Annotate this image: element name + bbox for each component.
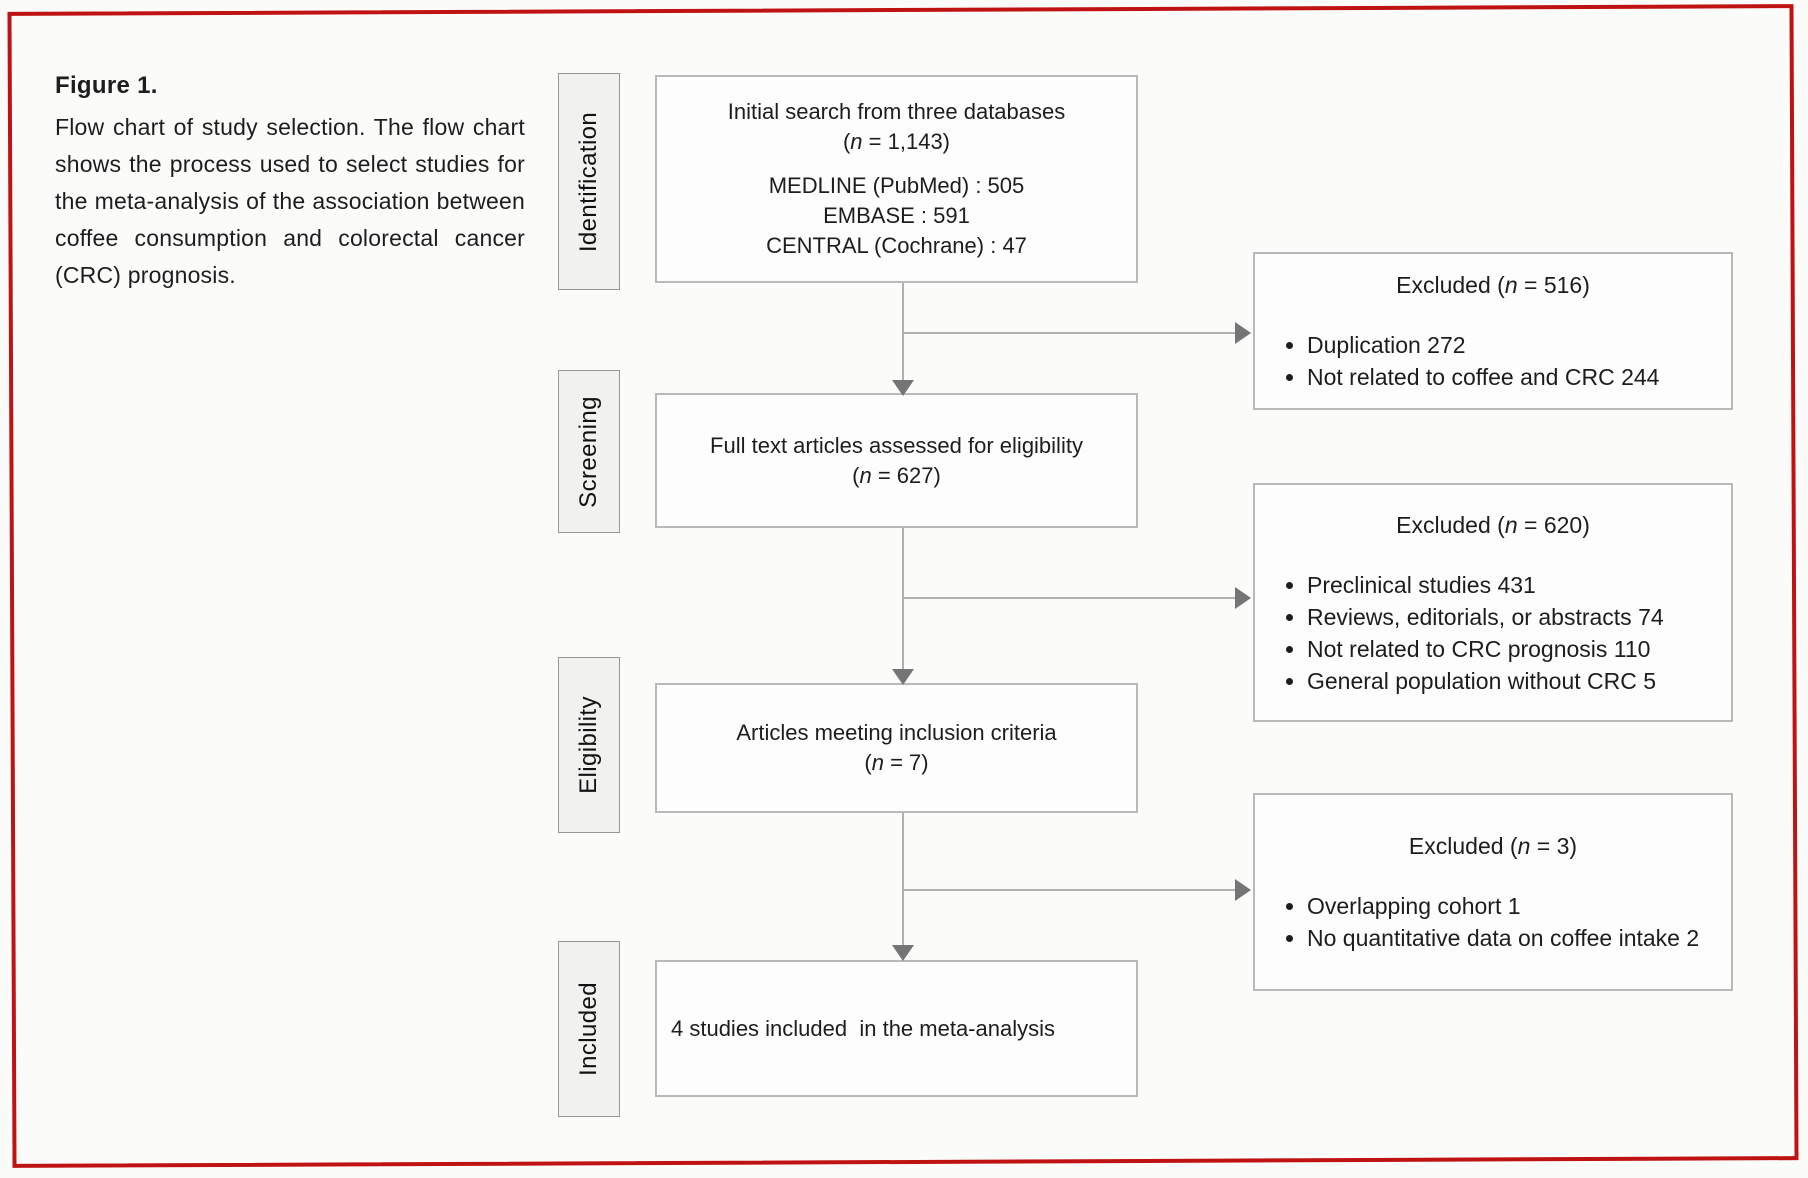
stage-label-text: Eligibility (575, 696, 603, 794)
box-title-text: Articles meeting inclusion criteria (736, 720, 1057, 745)
arrowhead-down-1-icon (892, 380, 914, 396)
stage-label-included: Included (558, 941, 620, 1117)
exclusion-reason: Not related to CRC prognosis 110 (1307, 633, 1705, 665)
box-title-text: 4 studies included in the meta-analysis (671, 1015, 1055, 1041)
excluded-title: Excluded (n = 3) (1408, 833, 1578, 859)
stage-label-text: Included (575, 982, 603, 1076)
exclusion-reasons: Preclinical studies 431Reviews, editoria… (1281, 569, 1705, 697)
connector-line-right-1 (903, 332, 1235, 334)
figure-caption: Flow chart of study selection. The flow … (55, 114, 525, 288)
exclusion-reason: Preclinical studies 431 (1307, 569, 1705, 601)
connector-line-down-2 (902, 528, 904, 670)
stage-label-text: Identification (575, 111, 603, 252)
exclusion-reason: Duplication 272 (1307, 329, 1705, 361)
exclusion-reason: Not related to coffee and CRC 244 (1307, 361, 1705, 393)
figure-label: Figure 1. (55, 72, 158, 99)
arrowhead-right-1-icon (1235, 322, 1251, 344)
database-count: CENTRAL (Cochrane) : 47 (766, 233, 1027, 258)
database-count: EMBASE : 591 (823, 203, 970, 228)
exclusion-reason: General population without CRC 5 (1307, 665, 1705, 697)
figure-caption-block: Figure 1. Flow chart of study selection.… (55, 72, 525, 294)
arrowhead-down-2-icon (892, 669, 914, 685)
connector-line-down-3 (902, 813, 904, 946)
exclusion-reasons: Duplication 272Not related to coffee and… (1281, 329, 1705, 393)
excluded-box-screening: Excluded (n = 516) Duplication 272Not re… (1253, 252, 1733, 410)
exclusion-reason: Reviews, editorials, or abstracts 74 (1307, 601, 1705, 633)
box-initial-search: Initial search from three databases (n =… (655, 75, 1138, 283)
count-line: (n = 627) (852, 462, 941, 488)
arrowhead-right-3-icon (1235, 879, 1251, 901)
excluded-title: Excluded (n = 620) (1396, 511, 1590, 538)
box-title: Initial search from three databases (n =… (728, 97, 1066, 157)
arrowhead-down-3-icon (892, 945, 914, 961)
stage-label-screening: Screening (558, 370, 620, 533)
exclusion-reason: No quantitative data on coffee intake 2 (1307, 922, 1705, 954)
box-inclusion-criteria: Articles meeting inclusion criteria (n =… (655, 683, 1138, 813)
database-count: MEDLINE (PubMed) : 505 (768, 173, 1025, 198)
stage-label-identification: Identification (558, 73, 620, 290)
box-full-text: Full text articles assessed for eligibil… (655, 393, 1138, 528)
count-line: (n = 7) (864, 750, 929, 775)
exclusion-reason: Overlapping cohort 1 (1307, 890, 1705, 922)
arrowhead-right-2-icon (1235, 587, 1251, 609)
box-title-text: Full text articles assessed for eligibil… (710, 432, 1083, 458)
excluded-box-eligibility: Excluded (n = 620) Preclinical studies 4… (1253, 483, 1733, 722)
stage-label-eligibility: Eligibility (558, 657, 620, 833)
box-included-studies: 4 studies included in the meta-analysis (655, 960, 1138, 1097)
stage-label-text: Screening (575, 395, 603, 508)
box-title-text: Initial search from three databases (727, 99, 1066, 124)
exclusion-reasons: Overlapping cohort 1No quantitative data… (1281, 890, 1705, 954)
excluded-box-included: Excluded (n = 3) Overlapping cohort 1No … (1253, 793, 1733, 991)
excluded-title: Excluded (n = 516) (1396, 272, 1590, 298)
connector-line-right-3 (903, 889, 1235, 891)
connector-line-right-2 (903, 597, 1235, 599)
count-line: (n = 1,143) (842, 129, 950, 154)
